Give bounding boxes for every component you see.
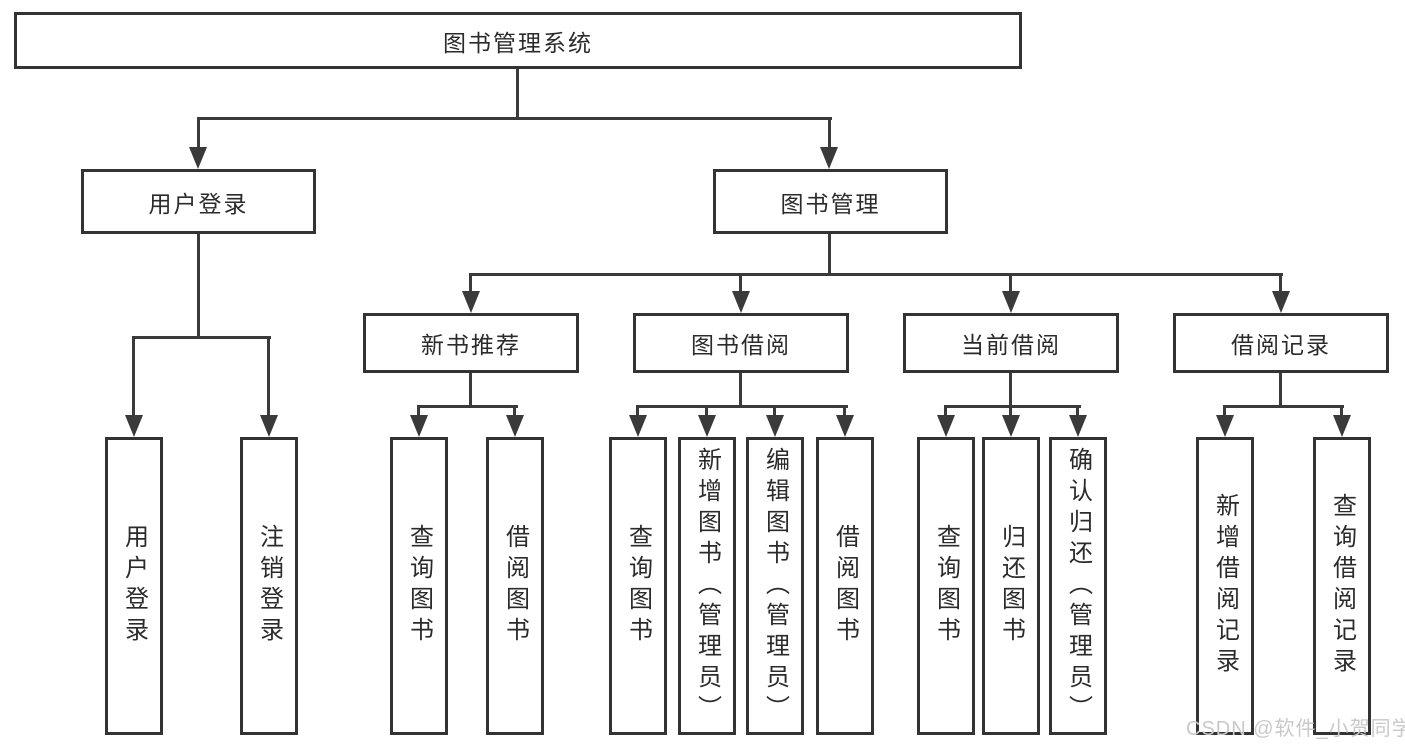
node-label: 确认归还（管理员）: [1064, 446, 1092, 726]
arrowhead-down-icon: [260, 415, 278, 437]
connector-line: [739, 273, 742, 295]
node-book-borrowing: 图书借阅: [633, 313, 849, 373]
arrowhead-down-icon: [1069, 415, 1087, 437]
arrowhead-down-icon: [698, 415, 716, 437]
leaf-query-borrow-record: 查询借阅记录: [1313, 437, 1371, 735]
node-book-management: 图书管理: [713, 169, 948, 234]
arrowhead-down-icon: [462, 291, 480, 313]
leaf-logout: 注销登录: [240, 437, 298, 735]
arrowhead-down-icon: [125, 415, 143, 437]
arrowhead-down-icon: [1002, 415, 1020, 437]
leaf-borrow-books-1: 借阅图书: [486, 437, 544, 735]
connector-line: [417, 405, 420, 419]
node-label: 图书管理系统: [443, 29, 593, 56]
connector-line: [197, 234, 200, 338]
connector-line: [197, 117, 200, 150]
arrowhead-down-icon: [820, 147, 838, 169]
node-label: 编辑图书（管理员）: [761, 446, 789, 726]
connector-line: [132, 336, 135, 418]
connector-line: [417, 405, 518, 408]
leaf-confirm-return-admin: 确认归还（管理员）: [1049, 437, 1107, 735]
node-label: 新增图书（管理员）: [693, 446, 721, 726]
leaf-query-books-1: 查询图书: [390, 437, 448, 735]
node-label: 当前借阅: [961, 332, 1061, 358]
connector-line: [1009, 373, 1012, 407]
arrowhead-down-icon: [410, 415, 428, 437]
connector-line: [828, 234, 831, 276]
node-new-book-recommend: 新书推荐: [363, 313, 579, 373]
leaf-query-books-3: 查询图书: [917, 437, 975, 735]
arrowhead-down-icon: [836, 415, 854, 437]
arrowhead-down-icon: [1216, 415, 1234, 437]
arrowhead-down-icon: [732, 291, 750, 313]
connector-line: [739, 373, 742, 407]
arrowhead-down-icon: [766, 415, 784, 437]
connector-line: [843, 405, 846, 419]
node-current-borrowing: 当前借阅: [903, 313, 1119, 373]
connector-line: [1279, 273, 1282, 295]
connector-line: [1279, 373, 1282, 407]
node-label: 用户登录: [148, 190, 249, 217]
connector-line: [1223, 405, 1226, 419]
node-label: 查询借阅记录: [1328, 493, 1356, 679]
connector-line: [469, 273, 1283, 276]
arrowhead-down-icon: [1333, 415, 1351, 437]
connector-line: [1009, 405, 1012, 419]
connector-line: [636, 405, 639, 419]
connector-line: [132, 336, 271, 339]
csdn-watermark: CSDN @软件_小贺同学: [1186, 718, 1405, 740]
arrowhead-down-icon: [937, 415, 955, 437]
arrowhead-down-icon: [189, 147, 207, 169]
node-label: 归还图书: [997, 524, 1025, 648]
connector-line: [267, 336, 270, 418]
node-label: 注销登录: [255, 524, 283, 648]
connector-line: [636, 405, 848, 408]
node-label: 借阅图书: [501, 524, 529, 648]
connector-line: [944, 405, 947, 419]
leaf-user-login: 用户登录: [105, 437, 163, 735]
connector-line: [197, 117, 832, 120]
connector-line: [828, 117, 831, 150]
node-label: 查询图书: [405, 524, 433, 648]
connector-line: [469, 373, 472, 407]
connector-line: [1223, 405, 1344, 408]
node-user-login: 用户登录: [81, 169, 316, 234]
node-label: 查询图书: [624, 524, 652, 648]
arrowhead-down-icon: [1002, 291, 1020, 313]
connector-line: [773, 405, 776, 419]
leaf-borrow-books-2: 借阅图书: [816, 437, 874, 735]
leaf-query-books-2: 查询图书: [609, 437, 667, 735]
node-label: 图书管理: [780, 190, 881, 217]
leaf-return-books: 归还图书: [982, 437, 1040, 735]
connector-line: [1076, 405, 1079, 419]
node-label: 图书借阅: [691, 332, 791, 358]
connector-line: [1009, 273, 1012, 295]
leaf-edit-books-admin: 编辑图书（管理员）: [746, 437, 804, 735]
node-label: 借阅记录: [1231, 332, 1331, 358]
node-label: 新增借阅记录: [1211, 493, 1239, 679]
connector-line: [705, 405, 708, 419]
node-label: 新书推荐: [421, 332, 521, 358]
node-book-management-system: 图书管理系统: [14, 12, 1022, 69]
node-borrowing-records: 借阅记录: [1173, 313, 1389, 373]
arrowhead-down-icon: [1272, 291, 1290, 313]
leaf-add-borrow-record: 新增借阅记录: [1196, 437, 1254, 735]
node-label: 借阅图书: [831, 524, 859, 648]
connector-line: [1340, 405, 1343, 419]
connector-line: [516, 67, 519, 119]
node-label: 用户登录: [120, 524, 148, 648]
arrowhead-down-icon: [506, 415, 524, 437]
connector-line: [469, 273, 472, 295]
connector-line: [513, 405, 516, 419]
node-label: 查询图书: [932, 524, 960, 648]
leaf-add-books-admin: 新增图书（管理员）: [678, 437, 736, 735]
connector-line: [944, 405, 1081, 408]
arrowhead-down-icon: [629, 415, 647, 437]
